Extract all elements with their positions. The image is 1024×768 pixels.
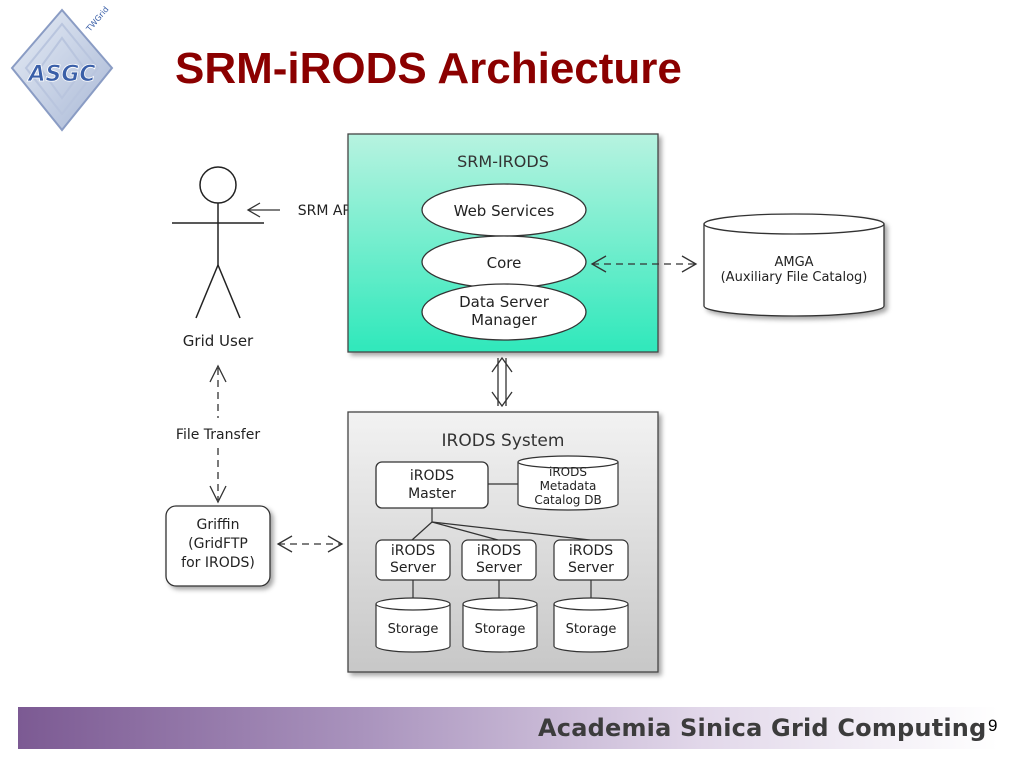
- srm-apis-label: SRM APIs: [298, 203, 363, 219]
- data-server-manager-label-line2: Manager: [471, 311, 538, 329]
- asgc-logo: ASGC TWGrid: [10, 6, 114, 132]
- catalog-label-line2: Metadata: [540, 479, 597, 493]
- amga-label-line2: (Auxiliary File Catalog): [721, 270, 868, 285]
- catalog-label-line1: iRODS: [549, 465, 587, 479]
- core-amga-arrow: [590, 255, 698, 273]
- griffin-irods-arrow: [276, 535, 344, 553]
- storage-2: Storage: [462, 597, 538, 653]
- catalog-label-line3: Catalog DB: [534, 493, 601, 507]
- logo-text: ASGC: [26, 62, 95, 87]
- storage-1: Storage: [375, 597, 451, 653]
- data-server-manager-node: [421, 283, 587, 341]
- web-services-label: Web Services: [454, 202, 555, 220]
- srm-irods-system-arrow: [491, 356, 513, 408]
- slide-title: SRM-iRODS Archiecture: [175, 44, 682, 93]
- amga-label-line1: AMGA: [774, 255, 813, 270]
- irods-master-label-line1: iRODS: [410, 468, 454, 484]
- irods-server-1: iRODS Server: [375, 539, 451, 581]
- griffin-box: [165, 505, 271, 587]
- file-transfer-label: File Transfer: [176, 427, 260, 443]
- data-server-manager-label-line1: Data Server: [459, 293, 550, 311]
- server-storage-links: [412, 580, 592, 600]
- server-label-line2: Server: [568, 560, 614, 576]
- irods-server-3: iRODS Server: [553, 539, 629, 581]
- irods-system-title: IRODS System: [442, 431, 565, 451]
- footer-bar: [18, 707, 998, 749]
- irods-master-label-line2: Master: [408, 486, 456, 502]
- core-label: Core: [487, 254, 522, 272]
- storage-3: Storage: [553, 597, 629, 653]
- server-label-line1: iRODS: [569, 543, 613, 559]
- server-label-line2: Server: [390, 560, 436, 576]
- server-label-line2: Server: [476, 560, 522, 576]
- amga-database: [703, 213, 885, 317]
- grid-user-label: Grid User: [183, 332, 254, 350]
- storage-label: Storage: [475, 622, 526, 637]
- storage-label: Storage: [566, 622, 617, 637]
- server-label-line1: iRODS: [391, 543, 435, 559]
- griffin-label-line1: Griffin: [197, 517, 240, 533]
- griffin-label-line2: (GridFTP: [188, 536, 248, 552]
- file-transfer-arrow: [209, 364, 227, 504]
- architecture-diagram: Grid User SRM APIs SRM-IRODS Web Service…: [165, 133, 885, 673]
- footer-text: Academia Sinica Grid Computing: [538, 714, 987, 742]
- irods-server-2: iRODS Server: [461, 539, 537, 581]
- griffin-label-line3: for IRODS): [181, 555, 255, 571]
- storage-label: Storage: [388, 622, 439, 637]
- server-label-line1: iRODS: [477, 543, 521, 559]
- page-number: 9: [988, 716, 998, 735]
- grid-user-actor: [172, 166, 264, 319]
- srm-irods-title: SRM-IRODS: [457, 152, 549, 171]
- metadata-catalog-db: [517, 455, 619, 511]
- master-server-links: [411, 508, 591, 541]
